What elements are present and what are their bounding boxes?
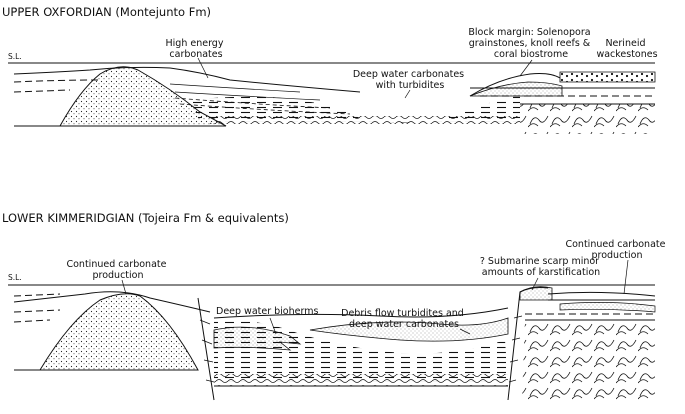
upper-dashed-layer-3 xyxy=(174,97,331,109)
lower-dashed-layer-1 xyxy=(13,293,61,297)
upper-thin-layer-2 xyxy=(174,91,321,101)
upper-block-margin-top xyxy=(469,73,561,97)
lower-left-fault xyxy=(197,297,215,401)
upper-deep-water-label: Deep water carbonates with turbidites xyxy=(353,69,467,91)
lower-right-scarp-ticks xyxy=(508,315,523,383)
upper-deep-water-pointer xyxy=(404,89,411,99)
upper-high-energy-pointer xyxy=(197,57,209,79)
upper-left-mound xyxy=(59,66,227,127)
lower-section-title: LOWER KIMMERIDGIAN (Tojeira Fm & equival… xyxy=(2,211,289,225)
lower-debris-flow-wedge xyxy=(309,317,509,342)
lower-continued-right-pointer xyxy=(623,259,629,295)
upper-section-title: UPPER OXFORDIAN (Montejunto Fm) xyxy=(2,5,211,19)
upper-dashed-layer-1 xyxy=(13,79,101,83)
upper-basin-wave-layer xyxy=(210,116,520,124)
upper-basin-fill xyxy=(190,96,520,123)
upper-block-margin-label: Block margin: Solenopora grainstones, kn… xyxy=(468,27,593,60)
lower-section: LOWER KIMMERIDGIAN (Tojeira Fm & equival… xyxy=(2,211,668,401)
upper-section: UPPER OXFORDIAN (Montejunto Fm) S.L. Hi xyxy=(2,5,658,134)
upper-sea-level-label: S.L. xyxy=(8,52,22,61)
lower-right-layer-1 xyxy=(547,291,656,297)
lower-dashed-layer-3 xyxy=(13,319,51,323)
upper-nerineid-label: Nerineid wackestones xyxy=(596,38,657,60)
lower-continued-left-label: Continued carbonate production xyxy=(66,259,169,281)
lower-platform-top xyxy=(13,291,211,313)
lower-continued-left-pointer xyxy=(121,279,127,295)
lower-debris-flow-label: Debris flow turbidites and deep water ca… xyxy=(341,308,467,330)
lower-scarp-label: ? Submarine scarp minor amounts of karst… xyxy=(480,256,602,278)
lower-bioherm xyxy=(213,326,302,351)
upper-block-margin-pointer xyxy=(519,59,533,77)
lower-scarp-pointer xyxy=(531,277,539,291)
upper-dashed-layer-4 xyxy=(179,103,351,115)
lower-basin-top xyxy=(213,307,509,319)
lower-basin-wave-layer xyxy=(214,374,508,386)
lower-basement-block xyxy=(522,320,655,400)
upper-nerineid-band xyxy=(559,71,656,83)
lower-debris-flow-pointer xyxy=(459,328,471,335)
lower-bioherms-label: Deep water bioherms xyxy=(216,306,318,317)
lower-continued-right-label: Continued carbonate production xyxy=(565,239,668,261)
upper-platform-top xyxy=(13,66,361,93)
upper-basement-block xyxy=(520,104,655,134)
lower-right-dotted-layer xyxy=(559,302,656,313)
lower-sea-level-label: S.L. xyxy=(8,273,22,282)
lower-scarp-cap xyxy=(519,286,553,301)
lower-left-fault-ticks xyxy=(199,319,215,383)
lower-dashed-layer-2 xyxy=(13,309,61,313)
upper-high-energy-label: High energy carbonates xyxy=(166,38,227,60)
upper-thin-layer-1 xyxy=(169,83,301,93)
lower-bioherms-pointer xyxy=(269,317,277,335)
upper-block-margin-fill xyxy=(469,81,563,97)
upper-dashed-layer-2 xyxy=(13,89,71,93)
lower-left-mound xyxy=(39,293,199,371)
